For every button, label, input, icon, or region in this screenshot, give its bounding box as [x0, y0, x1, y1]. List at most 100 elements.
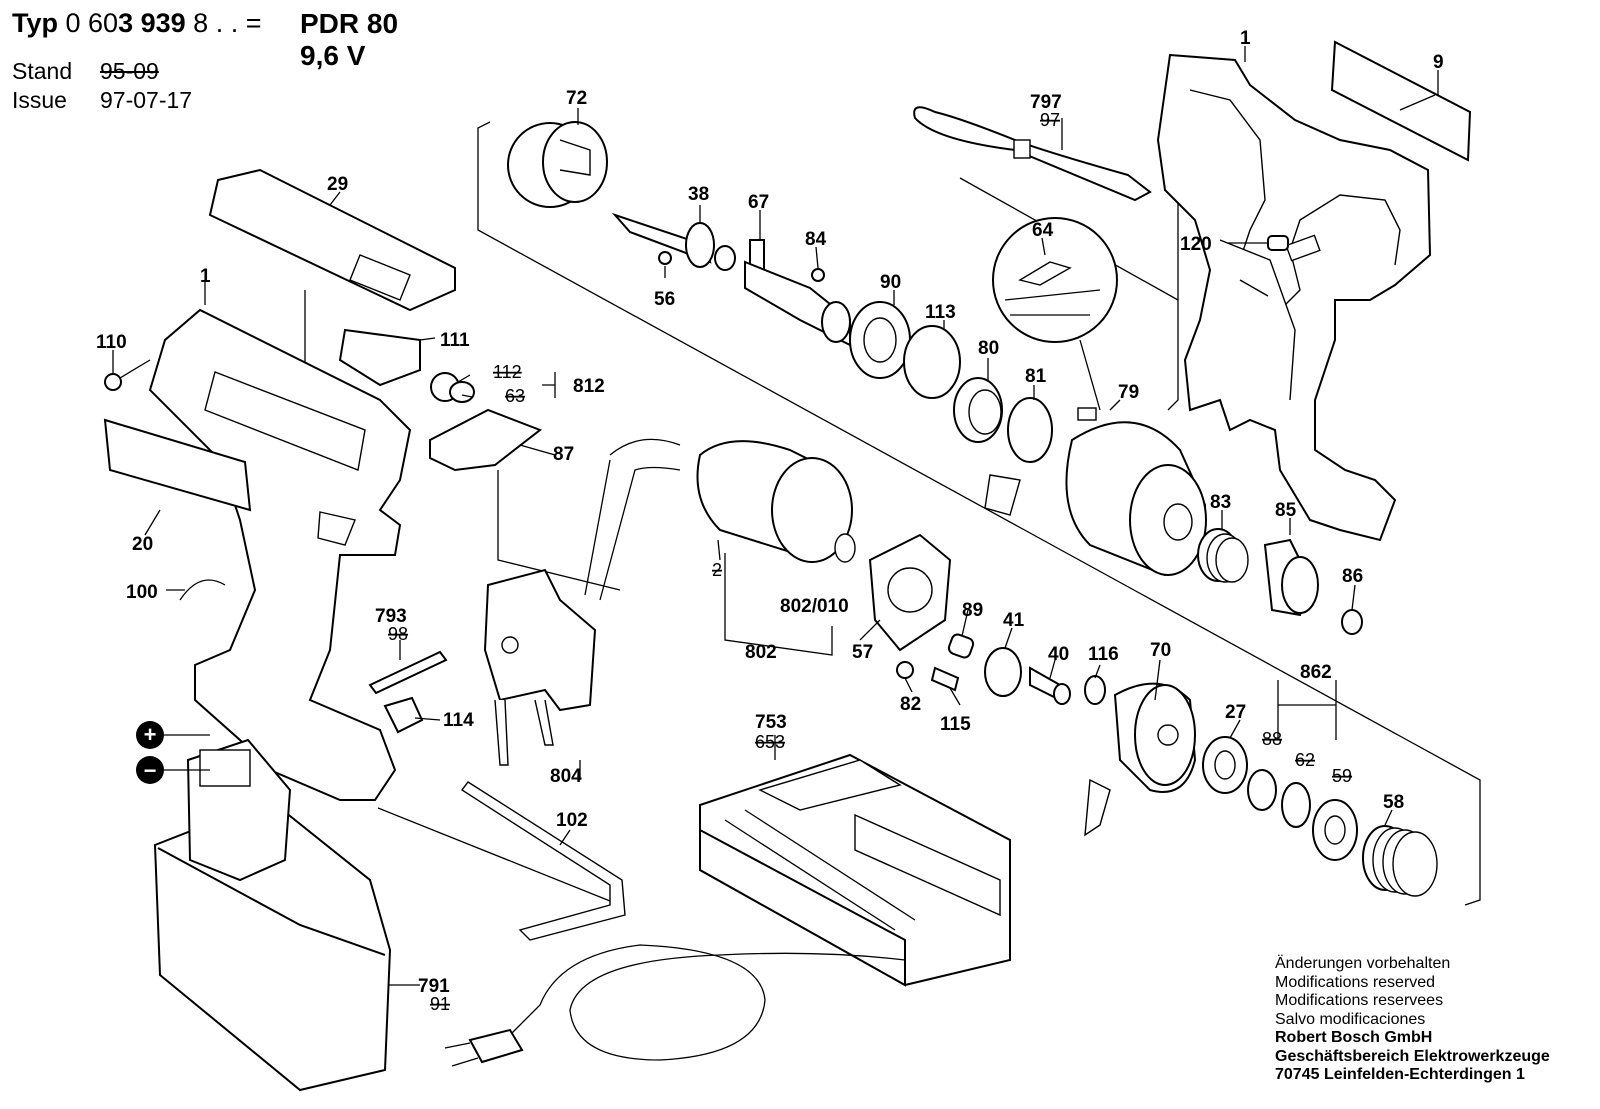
- slide-switch: [338, 328, 421, 387]
- hammer: [1084, 682, 1197, 837]
- selector-knob: [430, 372, 475, 403]
- battery-pack: [153, 738, 392, 1092]
- label-62-struck: 62: [1295, 750, 1315, 770]
- planet-pin: [947, 633, 975, 659]
- label-20: 20: [132, 534, 153, 555]
- screw-small: [930, 666, 960, 692]
- label-753: 753: [755, 712, 787, 733]
- label-111: 111: [440, 330, 470, 351]
- label-70: 70: [1150, 640, 1171, 661]
- label-98-struck: 98: [388, 624, 408, 644]
- model-name: PDR 80: [300, 8, 399, 39]
- housing-half-left: [148, 308, 412, 801]
- label-27: 27: [1225, 702, 1246, 723]
- spring-plate: [1312, 799, 1358, 861]
- label-84: 84: [805, 229, 827, 250]
- planet-gear: [984, 647, 1022, 697]
- label-793: 793: [375, 606, 407, 627]
- detail-view: [992, 217, 1118, 411]
- type-number-main: 3 939: [118, 8, 186, 38]
- washer-large: [849, 301, 911, 379]
- plus-sign: +: [144, 722, 157, 747]
- label-862: 862: [1300, 662, 1332, 683]
- label-120: 120: [1180, 234, 1212, 255]
- label-802-010: 802/010: [780, 596, 849, 617]
- type-line: Typ 0 603 939 8 . . =: [12, 8, 261, 39]
- label-112-struck: 112: [493, 362, 522, 382]
- company-address: 70745 Leinfelden-Echterdingen 1: [1275, 1066, 1525, 1083]
- voltage: 9,6 V: [300, 40, 366, 71]
- bit-holder: [383, 696, 424, 734]
- label-88-struck: 88: [1262, 729, 1282, 749]
- label-91-struck: 91: [430, 994, 450, 1014]
- label-97-struck: 97: [1040, 110, 1060, 130]
- impact-screw: [1029, 666, 1071, 705]
- label-110: 110: [96, 332, 127, 353]
- wrist-strap: [913, 106, 1152, 202]
- needle-bearing: [953, 377, 1003, 443]
- division-name: Geschäftsbereich Elektrowerkzeuge: [1275, 1047, 1550, 1065]
- label-1-left: 1: [200, 266, 211, 287]
- handle-label: [103, 418, 252, 512]
- connecting-cable: [460, 781, 626, 941]
- spring-small: [1197, 528, 1249, 583]
- cover-plate: [208, 168, 456, 312]
- label-29: 29: [327, 174, 348, 195]
- pin: [1267, 235, 1289, 251]
- nameplate-label: [1330, 40, 1472, 162]
- stand-label: Stand: [12, 58, 73, 84]
- note-es: Salvo modificaciones: [1275, 1010, 1426, 1028]
- label-80: 80: [978, 338, 999, 359]
- label-90: 90: [880, 272, 901, 293]
- screw: [104, 359, 151, 391]
- washer-b: [1281, 782, 1311, 828]
- label-804: 804: [550, 766, 582, 787]
- guide-sleeve: [1263, 538, 1319, 617]
- charger: [699, 753, 1011, 987]
- minus-sign: −: [144, 758, 157, 783]
- label-113: 113: [925, 302, 956, 323]
- label-2-struck: 2: [712, 560, 722, 580]
- footer-notes: Änderungen vorbehalten Modifications res…: [1275, 955, 1550, 1085]
- note-de: Änderungen vorbehalten: [1275, 955, 1451, 972]
- label-79: 79: [1118, 382, 1139, 403]
- washer-a: [1247, 769, 1277, 811]
- label-38: 38: [688, 184, 709, 205]
- label-57: 57: [852, 642, 873, 663]
- gear-carrier: [868, 533, 952, 652]
- rotor-shaft: [744, 239, 851, 347]
- issue-value: 97-07-17: [100, 87, 193, 113]
- cable-link: [179, 579, 226, 601]
- label-812: 812: [573, 376, 605, 397]
- plus-symbol: +: [136, 721, 164, 749]
- label-797: 797: [1030, 92, 1062, 113]
- label-64: 64: [1032, 220, 1054, 241]
- label-116: 116: [1088, 644, 1119, 665]
- label-653-struck: 653: [755, 732, 785, 752]
- o-ring: [903, 325, 961, 399]
- label-100: 100: [126, 582, 158, 603]
- label-83: 83: [1210, 492, 1231, 513]
- circlip: [1341, 609, 1363, 635]
- label-56: 56: [654, 289, 675, 310]
- issue-label: Issue: [12, 87, 67, 113]
- housing-half-right: [1156, 53, 1432, 542]
- retaining-ring: [1007, 397, 1053, 463]
- motor: [584, 438, 856, 601]
- impact-housing: [984, 407, 1207, 577]
- power-cord: [444, 944, 906, 1067]
- type-label: Typ: [12, 8, 58, 38]
- label-791: 791: [418, 976, 450, 997]
- label-86: 86: [1342, 566, 1363, 587]
- company-name: Robert Bosch GmbH: [1275, 1029, 1433, 1046]
- ball-small: [811, 268, 825, 282]
- washer: [896, 661, 914, 679]
- label-802: 802: [745, 642, 777, 663]
- label-81: 81: [1025, 366, 1047, 387]
- label-59-struck: 59: [1332, 766, 1352, 786]
- minus-symbol: −: [136, 756, 164, 784]
- note-fr: Modifications reservees: [1275, 992, 1444, 1009]
- label-72: 72: [566, 88, 587, 109]
- type-number-prefix: 0 60: [65, 8, 119, 38]
